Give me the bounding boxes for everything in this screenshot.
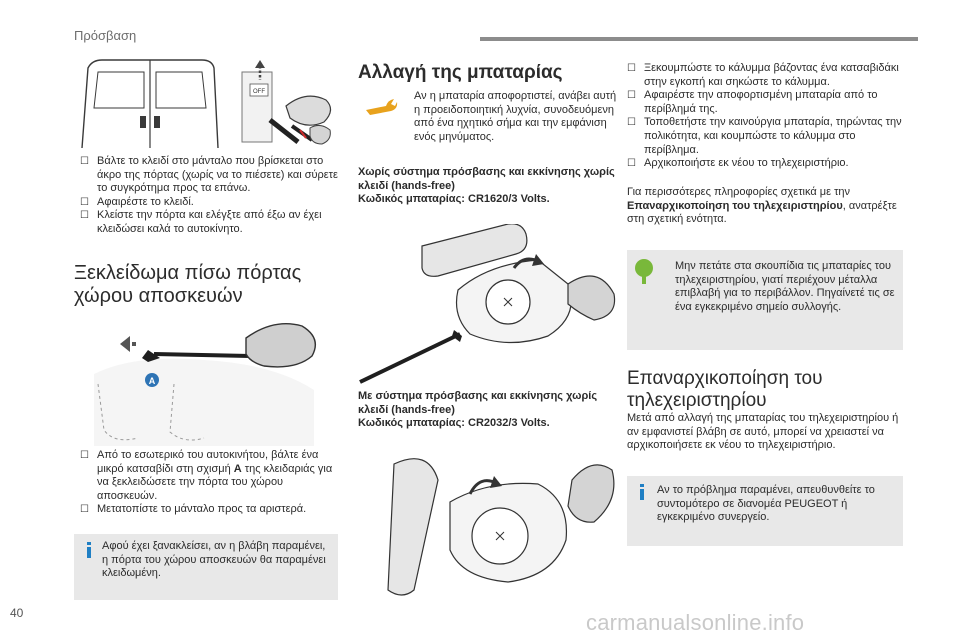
tree-icon (633, 258, 655, 289)
checkbox-bullet-icon: ☐ (80, 450, 89, 461)
list-item: ☐Ξεκουμπώστε το κάλυμμα βάζοντας ένα κατ… (627, 62, 899, 88)
list-item: ☐Μετατοπίστε το μάνταλο προς τα αριστερά… (80, 503, 307, 516)
system2-label: Με σύστημα πρόσβασης και εκκίνησης χωρίς… (358, 390, 598, 430)
header-rule (480, 37, 918, 41)
checkbox-bullet-icon: ☐ (627, 117, 636, 129)
checkbox-bullet-icon: ☐ (80, 504, 89, 516)
wrench-warning-icon (364, 96, 398, 118)
checkbox-bullet-icon: ☐ (627, 90, 636, 102)
reinit-link: Επαναρχικοποίηση του τηλεχειριστηρίου (627, 199, 843, 212)
checkbox-bullet-icon: ☐ (627, 63, 636, 74)
heading-reinit: Επαναρχικοποίηση του τηλεχειριστηρίου (627, 368, 823, 411)
list-item: ☐Αρχικοποιήστε εκ νέου το τηλεχειριστήρι… (627, 157, 849, 170)
reinit-paragraph: Μετά από αλλαγή της μπαταρίας του τηλεχε… (627, 412, 899, 452)
col1-bullets-top: ☐Βάλτε το κλειδί στο μάνταλο που βρίσκετ… (80, 155, 338, 237)
van-key-figure: OFF (74, 56, 336, 148)
checkbox-bullet-icon: ☐ (80, 156, 89, 167)
heading-trunk-unlock: Ξεκλείδωμα πίσω πόρτας χώρου αποσκευών (74, 262, 302, 307)
key-cr1620-figure (358, 224, 624, 386)
system1-label: Χωρίς σύστημα πρόσβασης και εκκίνησης χω… (358, 166, 615, 206)
list-item: ☐Αφαιρέστε το κλειδί. (80, 195, 194, 208)
section-label: Πρόσβαση (74, 28, 137, 43)
checkbox-bullet-icon: ☐ (627, 158, 636, 170)
watermark: carmanualsonline.info (586, 610, 805, 635)
checkbox-bullet-icon: ☐ (80, 210, 89, 222)
list-item: ☐Αφαιρέστε την αποφορτισμένη μπαταρία απ… (627, 89, 878, 115)
list-item: ☐Τοποθετήστε την καινούργια μπαταρία, τη… (627, 116, 902, 156)
col1-bullets-bottom: ☐Από το εσωτερικό του αυτοκινήτου, βάλτε… (80, 449, 338, 517)
more-info-text: Για περισσότερες πληροφορίες σχετικά με … (627, 186, 897, 226)
trunk-note-box: Αφού έχει ξανακλείσει, αν η βλάβη παραμέ… (74, 534, 338, 600)
col3-bullets: ☐Ξεκουμπώστε το κάλυμμα βάζοντας ένα κατ… (627, 62, 909, 171)
key-cr2032-figure (358, 440, 624, 602)
callout-a: A (149, 376, 156, 386)
trunk-lock-figure: A (74, 314, 336, 446)
off-sticker: OFF (253, 89, 265, 95)
checkbox-bullet-icon: ☐ (80, 196, 89, 208)
list-item: ☐Βάλτε το κλειδί στο μάνταλο που βρίσκετ… (80, 155, 338, 195)
page-number: 40 (10, 606, 24, 620)
battery-intro: Αν η μπαταρία αποφορτιστεί, ανάβει αυτή … (414, 90, 617, 143)
list-item: ☐Από το εσωτερικό του αυτοκινήτου, βάλτε… (80, 449, 333, 502)
heading-battery-change: Αλλαγή της μπαταρίας (358, 62, 563, 83)
eco-note-box: Μην πετάτε στα σκουπίδια τις μπαταρίες τ… (627, 250, 903, 350)
reinit-note-box: Αν το πρόβλημα παραμένει, απευθυνθείτε τ… (627, 476, 903, 546)
list-item: ☐Κλείστε την πόρτα και ελέγξτε από έξω α… (80, 209, 322, 235)
info-icon (84, 542, 94, 563)
info-icon (637, 484, 647, 505)
